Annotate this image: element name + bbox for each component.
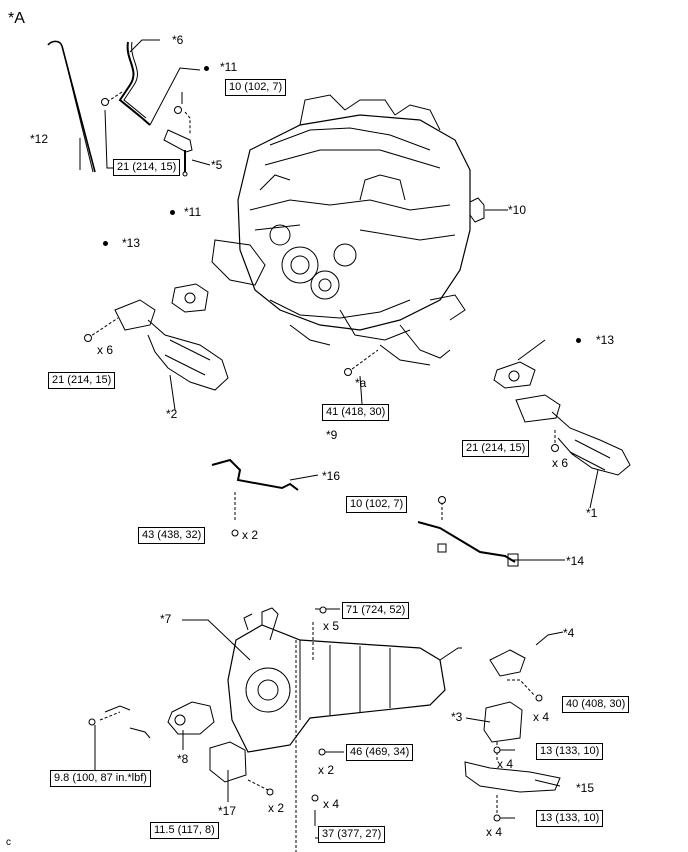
quantity-label: x 2	[318, 763, 335, 777]
quantity-label: x 2	[242, 528, 259, 542]
quantity-label: x 6	[552, 456, 569, 470]
callout-9: *9	[326, 428, 338, 442]
callout-3: *3	[451, 710, 463, 724]
torque-spec-box: 40 (408, 30)	[562, 696, 630, 713]
bullet-dot	[204, 66, 209, 71]
bullet-dot	[103, 241, 108, 246]
torque-spec-box: 10 (102, 7)	[346, 496, 408, 513]
torque-spec-box: 9.8 (100, 87 in.*lbf)	[50, 770, 151, 787]
callout-11-lower: *11	[184, 205, 202, 219]
callout-2: *2	[166, 407, 178, 421]
quantity-label: x 4	[486, 825, 503, 839]
bullet-dot	[170, 210, 175, 215]
callout-14: *14	[566, 554, 585, 568]
callout-11-upper: *11	[220, 60, 238, 74]
quantity-label: x 4	[533, 710, 550, 724]
torque-spec-box: 71 (724, 52)	[342, 602, 410, 619]
callout-8: *8	[177, 752, 189, 766]
torque-spec-box: 46 (469, 34)	[346, 744, 414, 761]
callout-15: *15	[576, 781, 595, 795]
callout-a: *a	[355, 376, 367, 390]
callout-1: *1	[586, 506, 598, 520]
quantity-label: x 4	[497, 757, 514, 771]
torque-spec-box: 13 (133, 10)	[536, 743, 604, 760]
view-label: *A	[8, 10, 25, 27]
torque-spec-box: 21 (214, 15)	[113, 159, 181, 176]
quantity-label: x 2	[268, 801, 285, 815]
torque-spec-box: 21 (214, 15)	[48, 372, 116, 389]
quantity-label: x 6	[97, 343, 114, 357]
engine-illustration	[211, 94, 471, 366]
quantity-label: x 4	[323, 797, 340, 811]
torque-spec-box: 37 (377, 27)	[318, 826, 386, 843]
callout-12: *12	[30, 132, 49, 146]
callout-10: *10	[508, 203, 527, 217]
callout-13-right: *13	[596, 333, 615, 347]
callout-5: *5	[211, 158, 223, 172]
torque-spec-box: 21 (214, 15)	[462, 440, 530, 457]
footer-code: c	[6, 837, 11, 848]
callout-17: *17	[218, 804, 237, 818]
callout-4: *4	[563, 626, 575, 640]
callout-13-left: *13	[122, 236, 141, 250]
bullet-dot	[576, 338, 581, 343]
quantity-label: x 5	[323, 619, 340, 633]
torque-spec-box: 10 (102, 7)	[225, 79, 287, 96]
callout-16: *16	[322, 469, 341, 483]
callout-7: *7	[160, 612, 172, 626]
torque-spec-box: 11.5 (117, 8)	[150, 822, 219, 839]
torque-spec-box: 43 (438, 32)	[138, 527, 206, 544]
torque-spec-box: 13 (133, 10)	[536, 810, 604, 827]
torque-spec-box: 41 (418, 30)	[322, 404, 390, 421]
callout-6: *6	[172, 33, 184, 47]
